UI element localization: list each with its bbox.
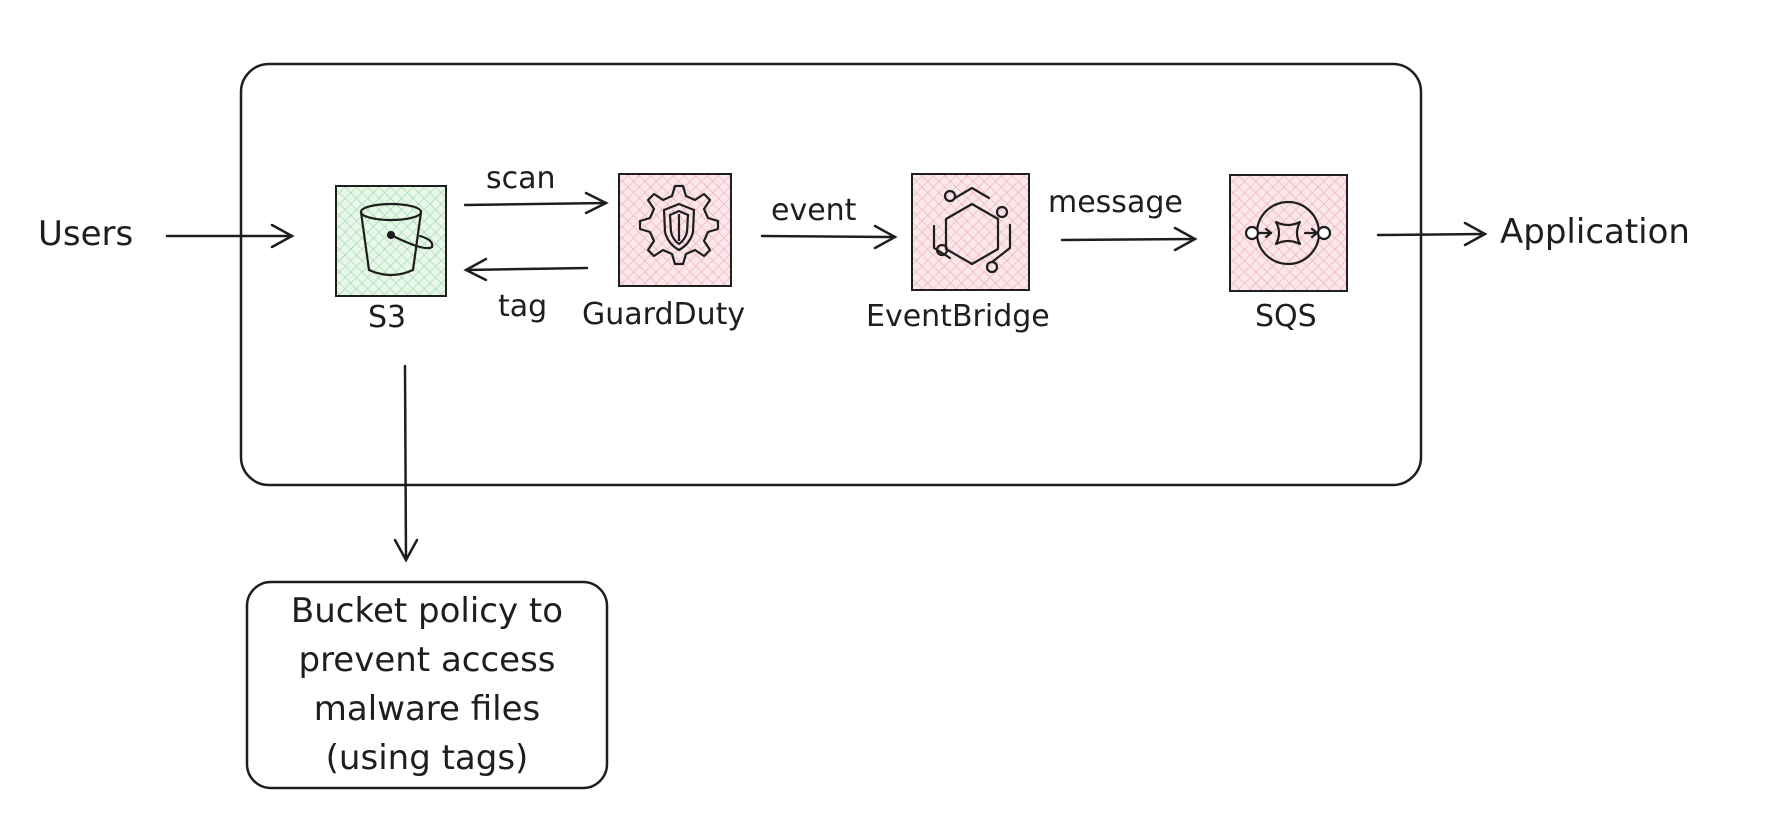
arrow-tag [463, 257, 589, 282]
s3-node [335, 185, 447, 297]
sqs-label: SQS [1255, 299, 1317, 334]
eventbridge-node [911, 173, 1030, 291]
arrow-s3-note [393, 364, 419, 563]
note-line-1: Bucket policy to [291, 591, 563, 631]
queue-icon [1244, 200, 1332, 266]
s3-label: S3 [368, 300, 406, 335]
guardduty-node [618, 173, 732, 287]
application-label: Application [1500, 212, 1690, 252]
bucket-policy-note: Bucket policy to prevent access malware … [245, 580, 609, 790]
sqs-node [1229, 174, 1348, 292]
arrow-users-s3 [165, 223, 295, 249]
arrow-scan [463, 191, 609, 215]
note-line-4: (using tags) [326, 738, 529, 778]
guardduty-label: GuardDuty [582, 297, 745, 332]
arrow-event [760, 224, 898, 250]
note-line-3: malware files [314, 689, 541, 729]
users-label: Users [38, 214, 133, 254]
eventbridge-label: EventBridge [866, 299, 1050, 334]
shield-gear-icon [638, 184, 720, 266]
arrow-message [1060, 226, 1198, 252]
aws-boundary [239, 62, 1423, 487]
scan-label: scan [486, 161, 556, 196]
tag-label: tag [498, 289, 547, 324]
bucket-icon [359, 202, 434, 277]
note-line-2: prevent access [298, 640, 555, 680]
message-label: message [1048, 185, 1183, 220]
event-label: event [771, 193, 857, 228]
eventbridge-icon [932, 186, 1012, 274]
arrow-sqs-application [1376, 221, 1488, 247]
